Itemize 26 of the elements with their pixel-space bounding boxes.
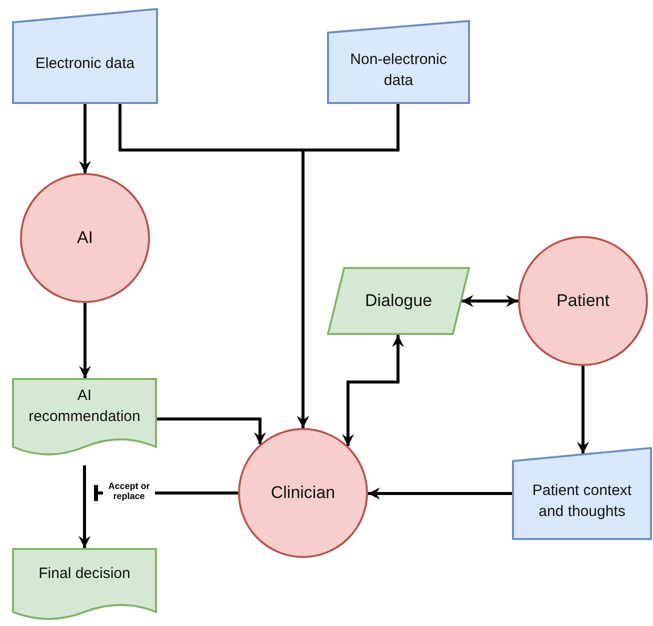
- arrow: [368, 488, 512, 500]
- node-label: Non-electronic data: [349, 50, 448, 91]
- arrow: [461, 295, 518, 307]
- arrow: [342, 335, 404, 446]
- node-label: AI: [76, 227, 94, 250]
- data-input-shape: [12, 8, 158, 104]
- actor-circle: [238, 428, 368, 558]
- process-circle: [20, 173, 150, 303]
- arrow: [79, 104, 91, 173]
- node-label: Dialogue: [364, 290, 432, 312]
- arrow: [79, 303, 91, 378]
- node-label: Electronic data: [35, 54, 135, 74]
- arrow: [297, 104, 400, 428]
- data-input-shape: [512, 447, 652, 540]
- actor-circle: [518, 236, 648, 366]
- parallelogram-shape: [327, 267, 470, 335]
- arrow: [577, 366, 589, 454]
- arrow: [157, 418, 266, 444]
- node-label: Final decision: [38, 564, 130, 584]
- node-label: AI recommendation: [28, 386, 142, 427]
- data-input-shape: [327, 20, 470, 104]
- node-label: Clinician: [270, 482, 336, 504]
- edge-label: Accept or replace: [103, 481, 155, 501]
- node-label: Patient: [556, 290, 610, 312]
- node-label: Patient context and thoughts: [531, 481, 633, 522]
- arrow: [78, 465, 90, 548]
